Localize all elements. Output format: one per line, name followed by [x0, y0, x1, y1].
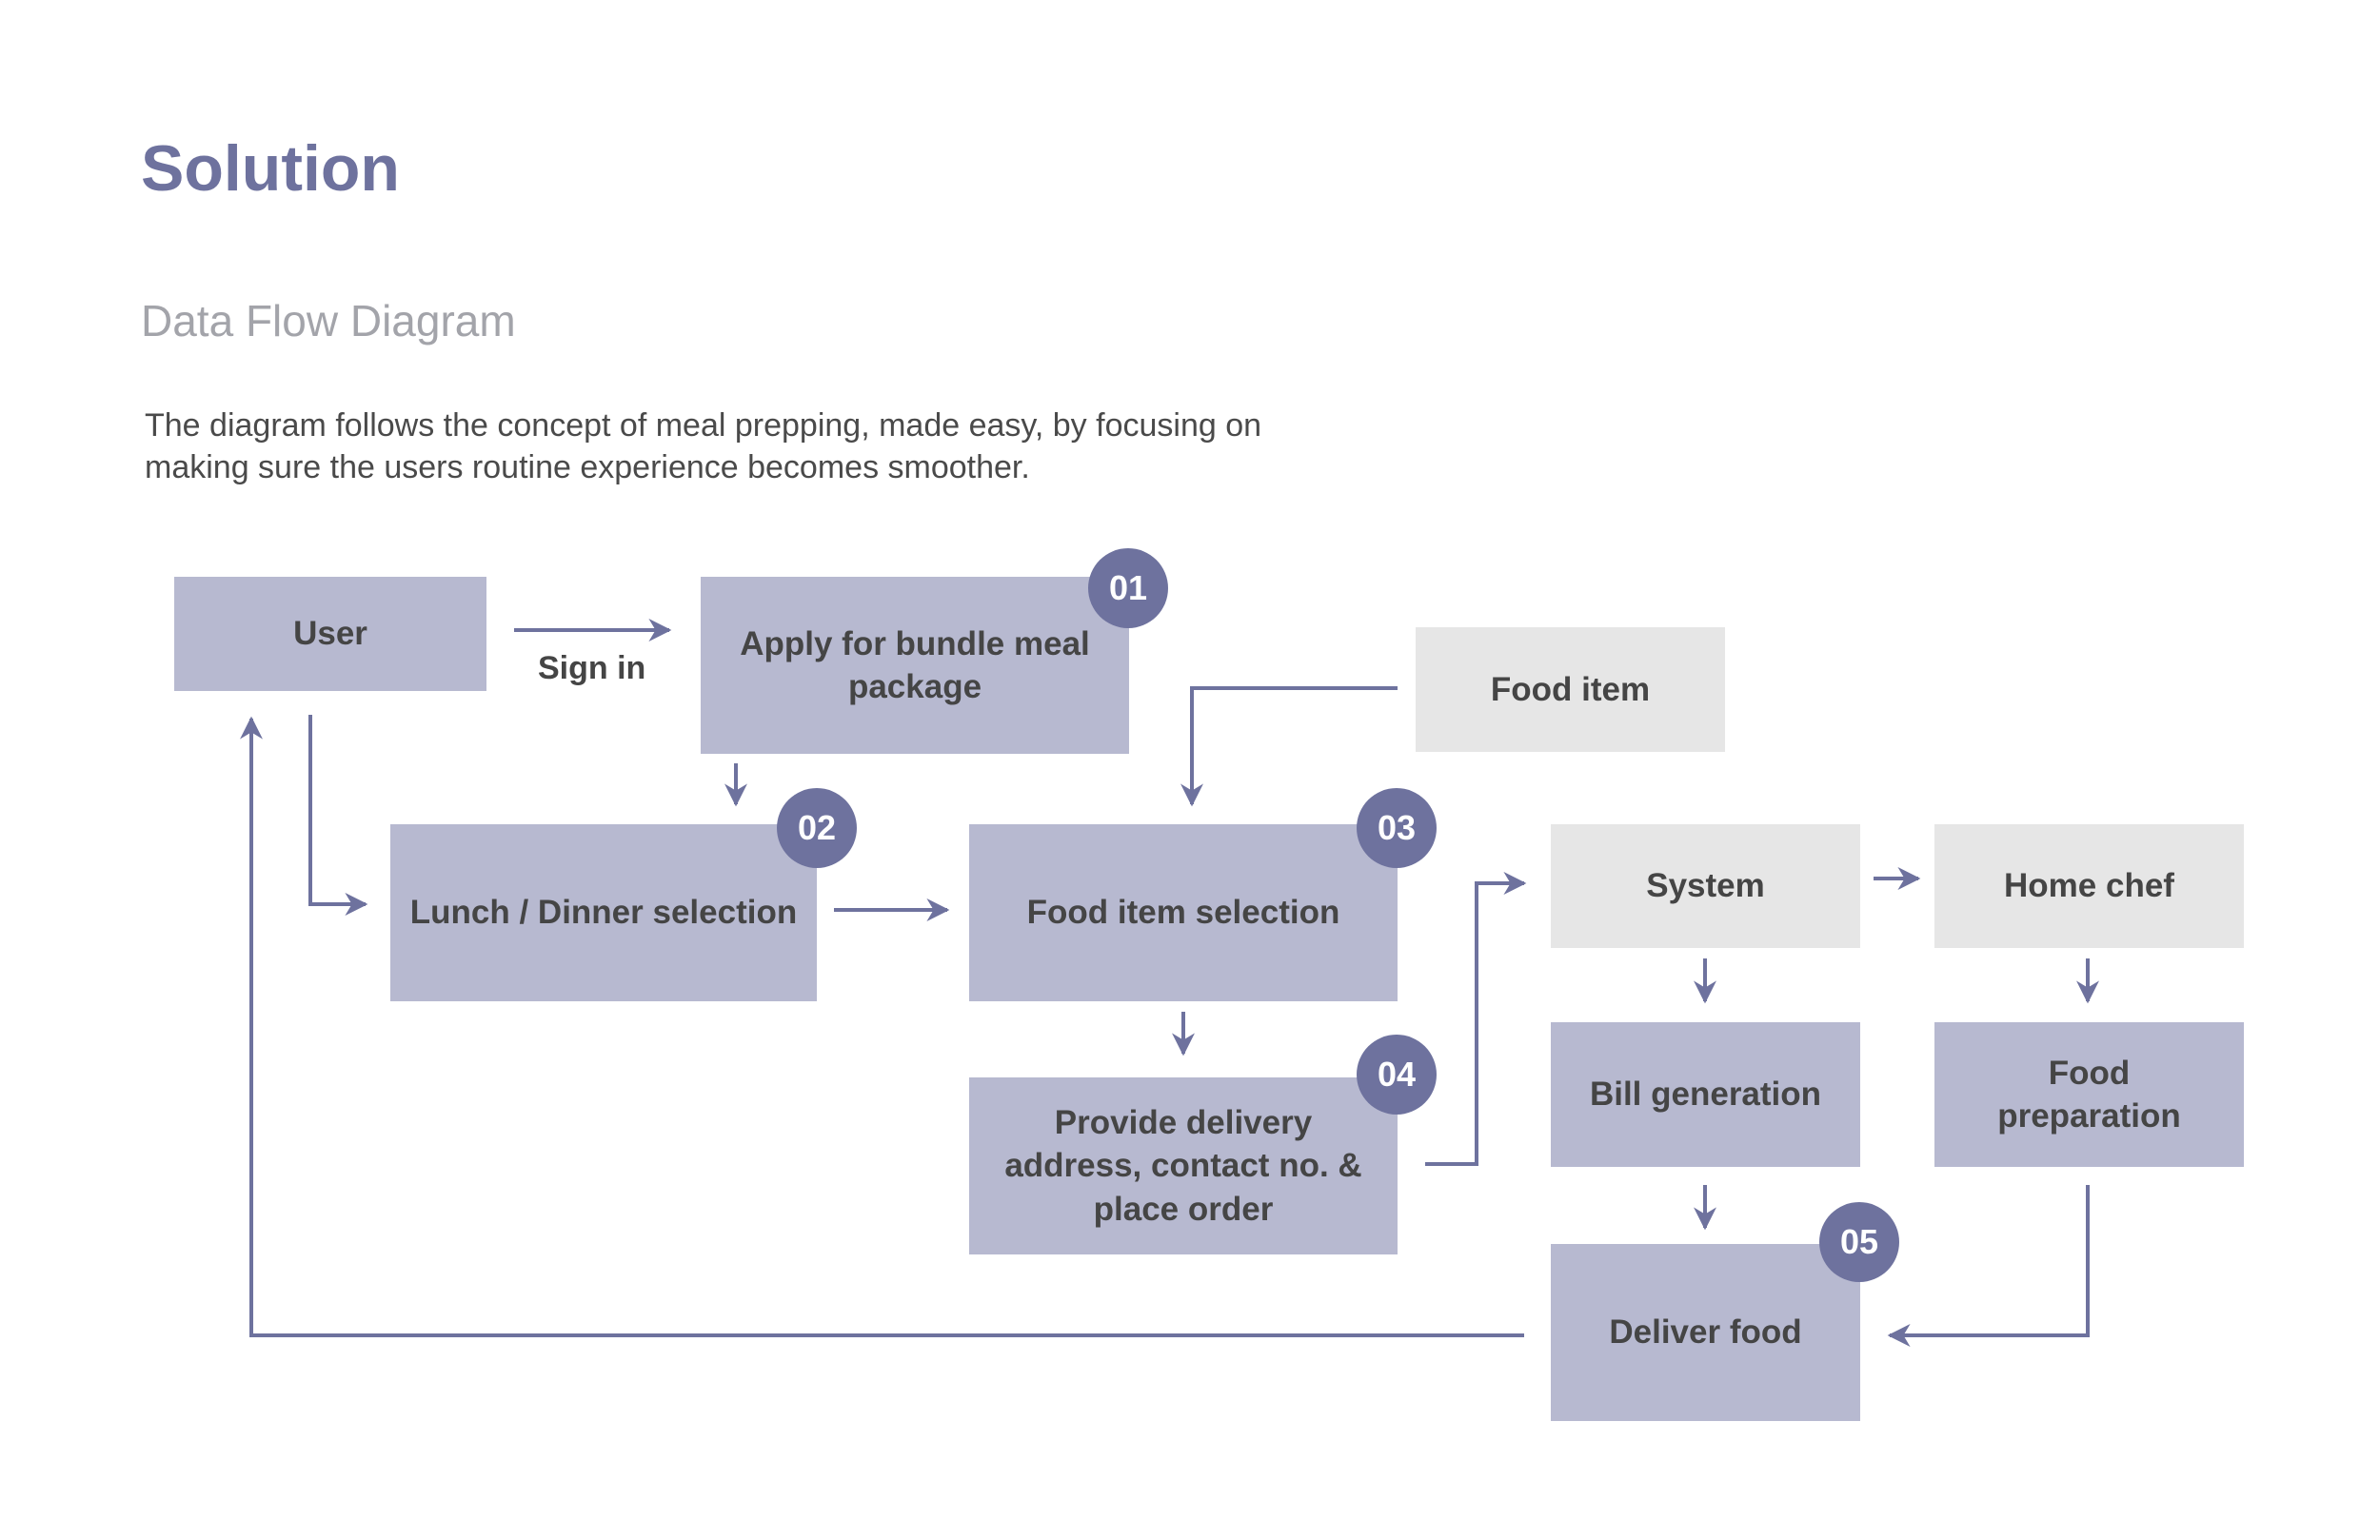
- node-food-item: Food item: [1416, 627, 1725, 752]
- step-badge-02: 02: [777, 788, 857, 868]
- node-label: System: [1646, 867, 1765, 905]
- node-apply-bundle-meal-package: Apply for bundle meal package: [701, 577, 1129, 754]
- node-label: Apply for bundle meal package: [740, 624, 1090, 706]
- node-bill-generation: Bill generation: [1551, 1022, 1860, 1167]
- arrow-fooditem-to-selection: [1180, 686, 1398, 807]
- node-label: Bill generation: [1589, 1076, 1822, 1114]
- node-label: Provide delivery address, contact no. & …: [1004, 1103, 1362, 1228]
- node-label: Deliver food: [1609, 1313, 1802, 1352]
- node-user: User: [174, 577, 486, 691]
- step-badge-05: 05: [1819, 1202, 1899, 1282]
- arrow-user-to-lunch: [308, 715, 368, 916]
- node-provide-delivery-address: Provide delivery address, contact no. & …: [969, 1077, 1398, 1254]
- node-lunch-dinner-selection: Lunch / Dinner selection: [390, 824, 817, 1001]
- step-badge-03: 03: [1357, 788, 1437, 868]
- page-title: Solution: [141, 132, 400, 205]
- description-line: The diagram follows the concept of meal …: [145, 407, 1262, 444]
- node-label: User: [293, 615, 367, 653]
- node-label: Food item selection: [1026, 894, 1340, 932]
- step-badge-04: 04: [1357, 1035, 1437, 1115]
- arrow-prep-to-deliver: [1887, 1185, 2090, 1347]
- node-home-chef: Home chef: [1934, 824, 2244, 948]
- section-subtitle: Data Flow Diagram: [141, 296, 516, 346]
- node-system: System: [1551, 824, 1860, 948]
- step-badge-01: 01: [1088, 548, 1168, 628]
- node-food-item-selection: Food item selection: [969, 824, 1398, 1001]
- node-label: Food item: [1490, 670, 1651, 708]
- arrow-delivery-to-system: [1425, 872, 1527, 1166]
- arrow-deliver-to-user: [240, 716, 1524, 1337]
- node-deliver-food: Deliver food: [1551, 1244, 1860, 1421]
- diagram-description: The diagram follows the concept of meal …: [145, 405, 1478, 488]
- edge-label-sign-in: Sign in: [538, 650, 646, 686]
- node-label: Home chef: [2004, 867, 2174, 905]
- node-food-preparation: Food preparation: [1934, 1022, 2244, 1167]
- description-line: making sure the users routine experience…: [145, 449, 1030, 486]
- node-label: Food preparation: [1997, 1054, 2181, 1135]
- node-label: Lunch / Dinner selection: [409, 894, 798, 932]
